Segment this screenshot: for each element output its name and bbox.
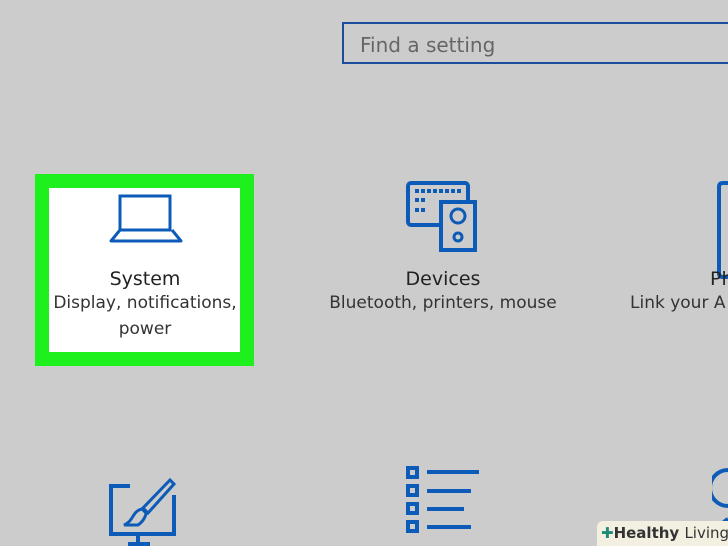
list-icon (406, 466, 479, 533)
phone-icon (717, 181, 728, 279)
tile-title: Devices (405, 268, 481, 290)
tile-subtitle: Display, notifications, power (53, 293, 237, 339)
tile-title: Ph (710, 268, 728, 290)
search-placeholder: Find a setting (360, 33, 496, 57)
system-tile-highlight[interactable] (35, 174, 254, 366)
tile-subtitle: Link your A (630, 293, 726, 313)
search-input[interactable]: Find a setting (342, 22, 728, 64)
devices-icon (406, 181, 477, 252)
tile-subtitle: Bluetooth, printers, mouse (329, 293, 557, 313)
watermark-logo: ✚Healthy Living (597, 521, 728, 546)
tile-title: System (109, 268, 181, 290)
personalization-icon (109, 477, 177, 546)
laptop-icon (109, 194, 183, 243)
